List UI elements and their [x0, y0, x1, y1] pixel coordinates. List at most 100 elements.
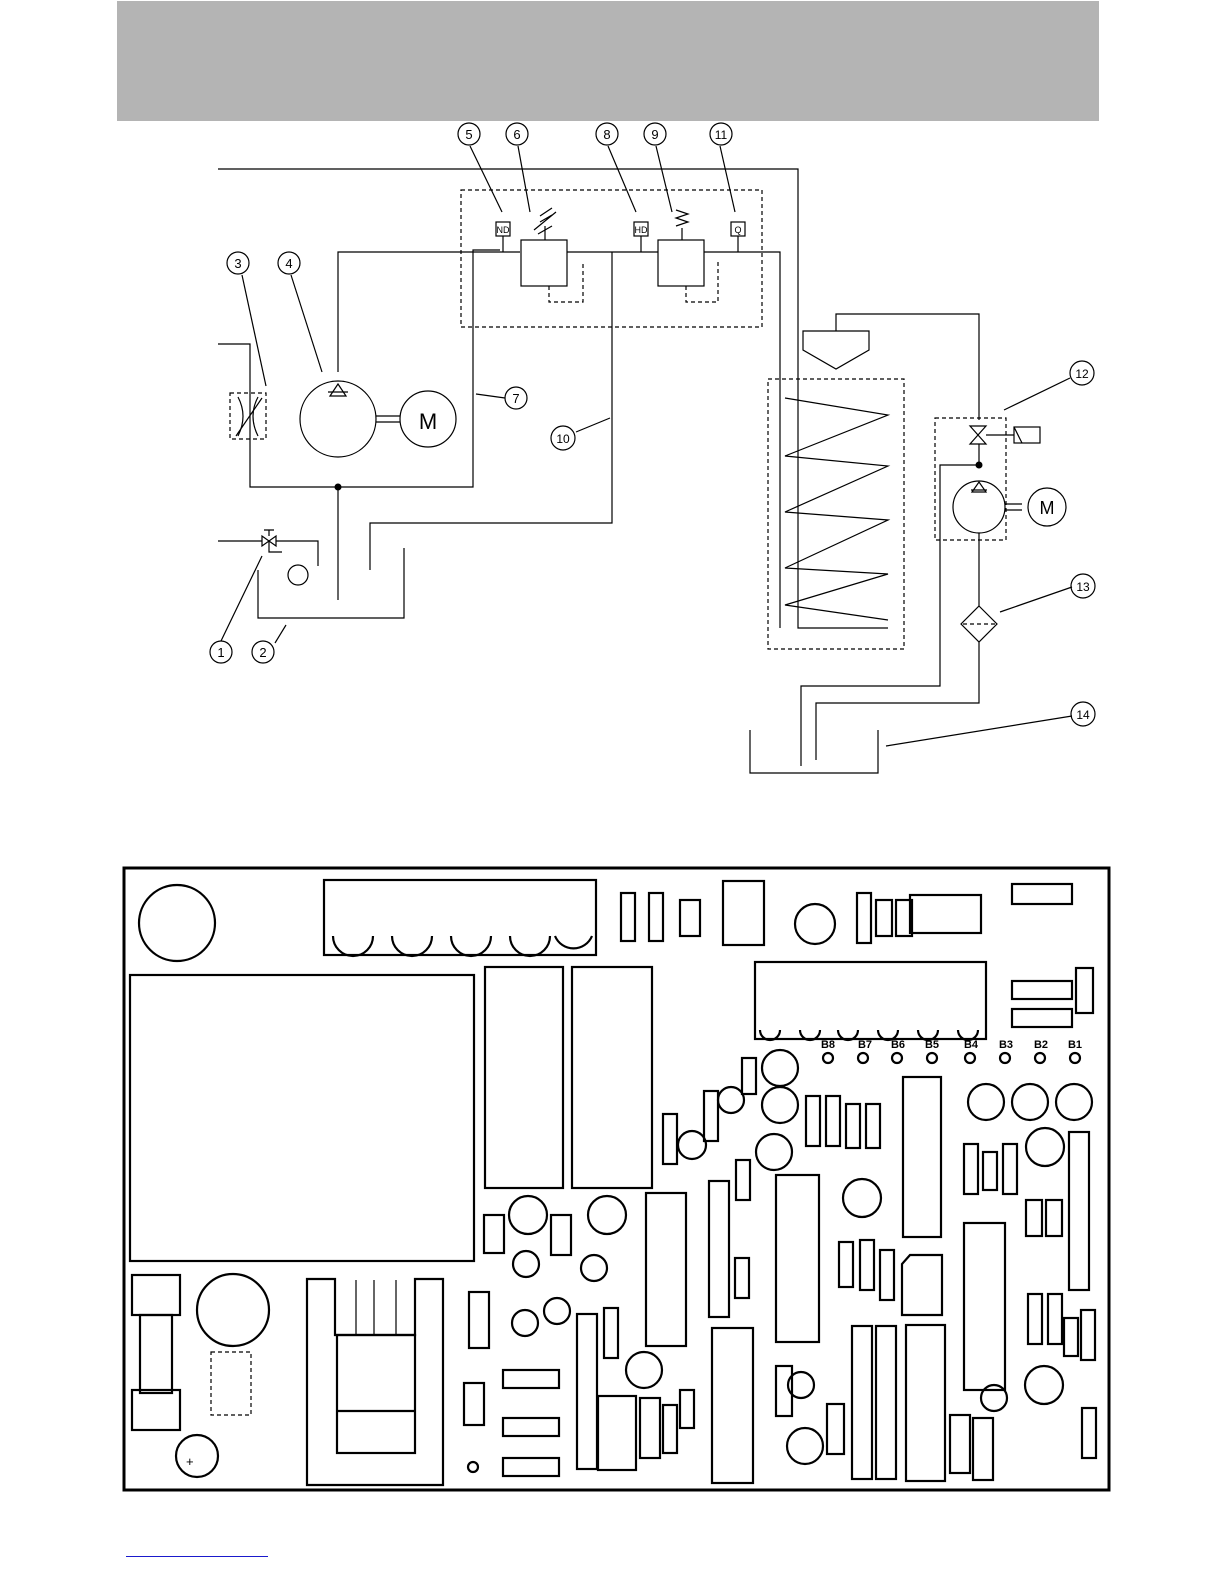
pcb-component-round — [678, 1131, 706, 1159]
pcb-component — [1026, 1200, 1042, 1236]
pcb-component-round — [718, 1087, 744, 1113]
pcb-component — [964, 1144, 978, 1194]
pcb-component-round — [1026, 1128, 1064, 1166]
relay-small — [910, 895, 981, 933]
fuse-holder — [132, 1275, 180, 1315]
pcb-component — [503, 1418, 559, 1436]
pcb-component — [551, 1215, 571, 1255]
pcb-component — [663, 1114, 677, 1164]
pcb-component — [973, 1418, 993, 1480]
pcb-component — [827, 1404, 844, 1454]
diode — [680, 900, 700, 936]
pcb-component — [324, 880, 596, 955]
pcb-component-round — [581, 1255, 607, 1281]
pcb-component — [680, 1390, 694, 1428]
pcb-component — [742, 1058, 756, 1094]
bank-label-b4: B4 — [964, 1039, 979, 1051]
pcb-component-round — [197, 1274, 269, 1346]
bridge-rectifier — [211, 1352, 251, 1415]
ic-chip — [646, 1193, 686, 1346]
pcb-component — [484, 1215, 504, 1253]
pcb-component — [806, 1096, 820, 1146]
pcb-component — [826, 1096, 840, 1146]
diode — [876, 900, 892, 936]
resistor — [621, 893, 635, 941]
connector-strip — [1069, 1132, 1089, 1290]
polarity-mark: + — [186, 1454, 194, 1469]
bank-label-b8: B8 — [821, 1039, 835, 1051]
pcb-component — [1081, 1310, 1095, 1360]
pcb-component-round — [1012, 1084, 1048, 1120]
pcb-component-round — [1025, 1366, 1063, 1404]
pcb-component — [1028, 1294, 1042, 1344]
footer-rule — [126, 1556, 268, 1557]
pcb-component — [598, 1396, 636, 1470]
transformer — [130, 975, 474, 1261]
pcb-component — [876, 1326, 896, 1479]
pcb-component — [1046, 1200, 1062, 1236]
pcb-component — [736, 1160, 750, 1200]
pcb-component-round — [513, 1251, 539, 1277]
pcb-component-round — [858, 1053, 868, 1063]
pcb-component — [503, 1370, 559, 1388]
terminal-block — [324, 880, 596, 956]
capacitor — [139, 885, 215, 961]
bank-label-b1: B1 — [1068, 1039, 1082, 1051]
pcb-component-round — [823, 1053, 833, 1063]
pcb-component-round — [1000, 1053, 1010, 1063]
pcb-component-round — [1056, 1084, 1092, 1120]
pcb-component — [709, 1181, 729, 1317]
resistor-pack — [1012, 884, 1072, 904]
capacitor — [176, 1435, 218, 1477]
pcb-component — [880, 1250, 894, 1300]
dip-switch-bank — [755, 962, 986, 1040]
ic-chip — [712, 1328, 753, 1483]
bank-label-b2: B2 — [1034, 1039, 1048, 1051]
pcb-component-round — [968, 1084, 1004, 1120]
pcb-component-round — [892, 1053, 902, 1063]
resistor — [1076, 968, 1093, 1013]
pcb-component — [1048, 1294, 1062, 1344]
bank-label-b7: B7 — [858, 1039, 872, 1051]
pcb-component — [852, 1326, 872, 1479]
bank-label-b5: B5 — [925, 1039, 939, 1051]
pcb-component-round — [509, 1196, 547, 1234]
resistor — [857, 893, 871, 943]
pcb-component — [846, 1104, 860, 1148]
transformer-small — [337, 1335, 415, 1453]
pcb-component-round — [512, 1310, 538, 1336]
resistor-pack — [1012, 981, 1072, 999]
pcb-component — [735, 1258, 749, 1298]
pcb-component-round — [787, 1428, 823, 1464]
pcb-component — [464, 1383, 484, 1425]
pcb-component — [839, 1242, 853, 1287]
resistor — [649, 893, 663, 941]
pcb-component — [356, 1280, 396, 1335]
ic-chip — [906, 1325, 945, 1481]
pcb-component — [503, 1458, 559, 1476]
pcb-component — [902, 1255, 942, 1315]
pcb-component — [1082, 1408, 1096, 1458]
pcb-component-round — [965, 1053, 975, 1063]
pcb-component — [983, 1152, 997, 1190]
ic-chip — [964, 1223, 1005, 1390]
pcb-component — [604, 1308, 618, 1358]
pcb-component-round — [762, 1087, 798, 1123]
pcb-component — [333, 936, 592, 956]
pcb-component — [755, 962, 986, 1039]
pcb-component-round — [626, 1352, 662, 1388]
ic-chip — [776, 1175, 819, 1342]
fuse — [140, 1315, 172, 1393]
pcb-component-round — [762, 1050, 798, 1086]
pcb-component-round — [843, 1179, 881, 1217]
ic-socket — [723, 881, 764, 945]
pcb-component-round — [544, 1298, 570, 1324]
bank-label-b3: B3 — [999, 1039, 1013, 1051]
pcb-component — [860, 1240, 874, 1290]
pcb-component-round — [756, 1134, 792, 1170]
pcb-component — [950, 1415, 970, 1473]
pcb-component — [1003, 1144, 1017, 1194]
pcb-component — [469, 1292, 489, 1348]
pcb-component — [866, 1104, 880, 1148]
